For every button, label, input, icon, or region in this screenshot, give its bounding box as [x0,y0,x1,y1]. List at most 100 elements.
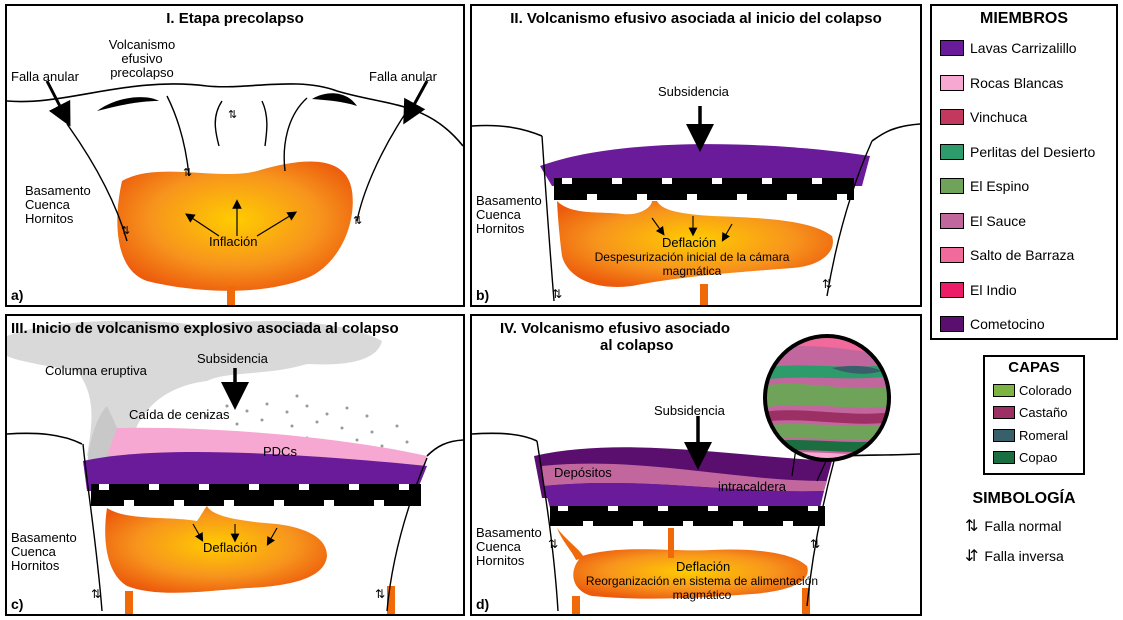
inflacion-label: Inflación [209,235,257,249]
simbologia-row-inversa: ⇵ Falla inversa [965,546,1064,565]
legend-item: El Espino [940,176,1029,196]
intracaldera-label: intracaldera [718,480,786,494]
falla-inversa-label: Falla inversa [984,548,1063,564]
legend-swatch [940,144,964,160]
capas-title: CAPAS [985,359,1083,376]
panel-b-title: II. Volcanismo efusivo asociada al inici… [472,10,920,27]
legend-swatch [940,40,964,56]
basamento-label: Basamento Cuenca Hornitos [25,184,91,226]
deflacion-label: Deflación [662,236,716,250]
legend-swatch [940,109,964,125]
caida-cenizas-label: Caída de cenizas [129,408,229,422]
basamento-line-1: Basamento [11,531,77,545]
legend-item: Cometocino [940,314,1045,334]
panel-d-label: d) [476,596,489,612]
deflacion-label: Deflación [676,560,730,574]
legend-label: Salto de Barraza [970,247,1074,263]
panel-c-title: III. Inicio de volcanismo explosivo asoc… [11,320,463,337]
capas-swatch [993,451,1015,464]
legend-label: Rocas Blancas [970,75,1063,91]
volcanismo-line-2: efusivo [87,52,197,66]
basamento-line-2: Cuenca [476,540,542,554]
svg-text:⇅: ⇅ [822,277,832,291]
svg-text:⇅: ⇅ [228,108,237,121]
magma-chamber [117,161,352,290]
desc-line-1: Reorganización en sistema de alimentació… [572,574,832,588]
panel-b-label: b) [476,287,489,303]
despresurizacion-label: Despesurización inicial de la cámara mag… [562,250,822,278]
svg-text:⇅: ⇅ [353,214,362,227]
desc-line-2: magmática [562,264,822,278]
subsidencia-label: Subsidencia [197,352,268,366]
miembros-title: MIEMBROS [932,10,1116,28]
legend-swatch [940,178,964,194]
deflacion-label: Deflación [203,541,257,555]
legend-label: El Espino [970,178,1029,194]
legend-item: Perlitas del Desierto [940,142,1095,162]
columna-eruptiva-label: Columna eruptiva [45,364,147,378]
falla-inversa-icon: ⇵ [965,546,978,565]
panel-d: ⇅ ⇅ IV. Volcanismo efusivo asociado al c… [470,314,922,616]
falla-anular-left: Falla anular [11,70,79,84]
basamento-line-2: Cuenca [476,208,542,222]
volcanismo-label: Volcanismo efusivo precolapso [87,38,197,80]
volcanismo-line-1: Volcanismo [87,38,197,52]
basamento-line-1: Basamento [476,194,542,208]
falla-normal-label: Falla normal [984,518,1061,534]
legend-label: Vinchuca [970,109,1027,125]
capas-item: Castaño [993,404,1067,422]
reorganizacion-label: Reorganización en sistema de alimentació… [572,574,832,602]
legend-item: El Sauce [940,211,1026,231]
capas-swatch [993,429,1015,442]
panel-a-title: I. Etapa precolapso [7,10,463,27]
falla-anular-right: Falla anular [369,70,437,84]
capas-label: Castaño [1019,405,1067,420]
svg-text:⇅: ⇅ [810,537,820,551]
legend-item: Salto de Barraza [940,245,1074,265]
legend-label: El Indio [970,282,1017,298]
volcanic-deposit [97,97,159,111]
svg-text:⇅: ⇅ [375,587,385,601]
panel-b: ⇅ ⇅ II. Volcanismo efusivo asociada al i… [470,4,922,307]
capas-label: Romeral [1019,428,1068,443]
subsidencia-label: Subsidencia [658,85,729,99]
basamento-line-1: Basamento [476,526,542,540]
panel-d-title: IV. Volcanismo efusivo asociado al colap… [500,320,920,354]
legend-swatch [940,213,964,229]
basamento-label: Basamento Cuenca Hornitos [476,194,542,236]
svg-text:⇅: ⇅ [548,537,558,551]
legend-swatch [940,247,964,263]
legend-item: Lavas Carrizalillo [940,38,1077,58]
basamento-line-1: Basamento [25,184,91,198]
basamento-line-2: Cuenca [11,545,77,559]
basamento-label: Basamento Cuenca Hornitos [476,526,542,568]
simbologia-row-normal: ⇅ Falla normal [965,516,1061,535]
depositos-label: Depósitos [554,466,612,480]
panel-d-title-line-1: IV. Volcanismo efusivo asociado [500,320,920,337]
capas-label: Copao [1019,450,1057,465]
panel-d-title-line-2: al colapso [500,337,920,354]
svg-text:⇅: ⇅ [183,166,192,179]
panel-a-diagram: ⇅ ⇅ ⇅ ⇅ [7,6,463,305]
capas-label: Colorado [1019,383,1072,398]
simbologia-title: SIMBOLOGÍA [930,490,1118,508]
basamento-line-3: Hornitos [25,212,91,226]
falla-normal-icon: ⇅ [965,516,978,535]
basamento-line-3: Hornitos [11,559,77,573]
legend-capas: CAPAS ColoradoCastañoRomeralCopao [983,355,1085,475]
basamento-line-2: Cuenca [25,198,91,212]
svg-text:⇅: ⇅ [552,287,562,301]
desc-line-1: Despesurización inicial de la cámara [562,250,822,264]
capas-item: Colorado [993,381,1072,399]
subsidencia-label: Subsidencia [654,404,725,418]
volcanismo-line-3: precolapso [87,66,197,80]
basamento-label: Basamento Cuenca Hornitos [11,531,77,573]
capas-swatch [993,406,1015,419]
legend-swatch [940,316,964,332]
desc-line-2: magmático [572,588,832,602]
legend-swatch [940,282,964,298]
legend-label: Perlitas del Desierto [970,144,1095,160]
legend-item: Vinchuca [940,107,1027,127]
capas-item: Romeral [993,426,1068,444]
legend-swatch [940,75,964,91]
